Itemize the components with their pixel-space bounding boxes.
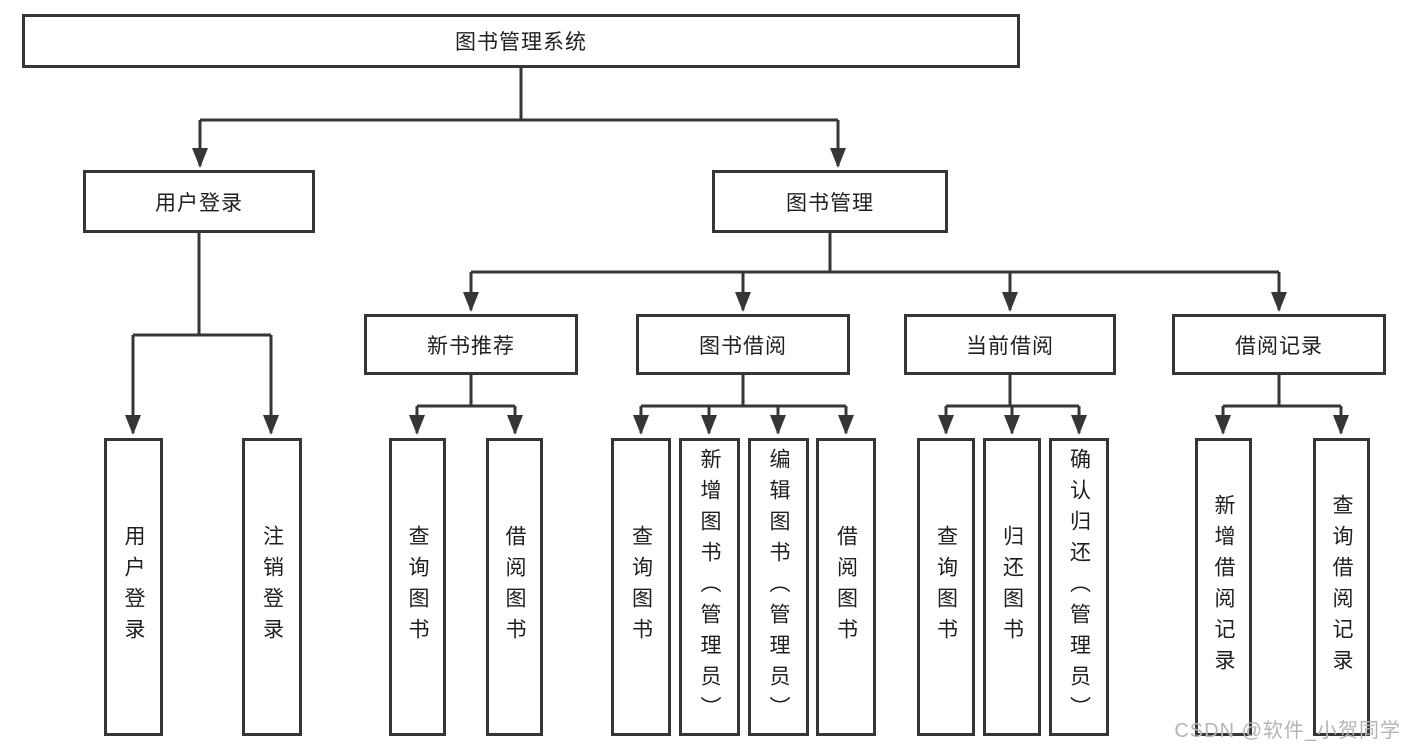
node-current-borrow-label: 当前借阅	[966, 334, 1054, 358]
leaf-borrow-query: 查询图书	[611, 438, 671, 736]
leaf-borrow-query-label: 查询图书	[629, 525, 653, 649]
leaf-borrow-book-label: 借阅图书	[834, 525, 858, 649]
node-new-book-recommend: 新书推荐	[364, 314, 578, 375]
leaf-add-borrow-record-label: 新增借阅记录	[1212, 494, 1235, 680]
node-new-book-recommend-label: 新书推荐	[427, 334, 515, 358]
leaf-borrow-edit-book: 编辑图书（管理员）	[748, 438, 809, 736]
leaf-user-login-label: 用户登录	[122, 525, 145, 649]
leaf-confirm-return-label: 确认归还（管理员）	[1067, 447, 1091, 727]
leaf-logout: 注销登录	[242, 438, 302, 736]
leaf-newbook-borrow-label: 借阅图书	[503, 525, 526, 649]
leaf-newbook-query: 查询图书	[389, 438, 446, 736]
node-user-login-label: 用户登录	[155, 191, 243, 215]
leaf-borrow-add-book: 新增图书（管理员）	[679, 438, 740, 736]
leaf-confirm-return: 确认归还（管理员）	[1049, 438, 1109, 736]
leaf-user-login: 用户登录	[104, 438, 163, 736]
leaf-newbook-borrow: 借阅图书	[486, 438, 543, 736]
csdn-watermark: CSDN @软件_小贺同学	[1174, 720, 1401, 742]
leaf-borrow-add-book-label: 新增图书（管理员）	[698, 447, 721, 727]
leaf-query-borrow-record-label: 查询借阅记录	[1330, 494, 1353, 680]
leaf-borrow-book: 借阅图书	[816, 438, 876, 736]
leaf-newbook-query-label: 查询图书	[406, 525, 429, 649]
node-root-label: 图书管理系统	[455, 31, 587, 54]
leaf-current-query-label: 查询图书	[934, 525, 958, 649]
node-current-borrow: 当前借阅	[904, 314, 1116, 375]
node-book-borrow: 图书借阅	[636, 314, 850, 375]
leaf-add-borrow-record: 新增借阅记录	[1195, 438, 1252, 736]
leaf-query-borrow-record: 查询借阅记录	[1313, 438, 1370, 736]
node-book-borrow-label: 图书借阅	[699, 334, 787, 358]
node-user-login: 用户登录	[83, 170, 315, 233]
leaf-current-query: 查询图书	[917, 438, 975, 736]
leaf-logout-label: 注销登录	[260, 525, 284, 649]
node-book-management: 图书管理	[712, 170, 948, 233]
leaf-return-book: 归还图书	[983, 438, 1041, 736]
leaf-return-book-label: 归还图书	[1000, 525, 1024, 649]
node-root: 图书管理系统	[22, 14, 1020, 68]
leaf-borrow-edit-book-label: 编辑图书（管理员）	[767, 447, 790, 727]
node-borrow-records: 借阅记录	[1172, 314, 1386, 375]
node-borrow-records-label: 借阅记录	[1235, 334, 1323, 358]
node-book-management-label: 图书管理	[786, 191, 874, 215]
